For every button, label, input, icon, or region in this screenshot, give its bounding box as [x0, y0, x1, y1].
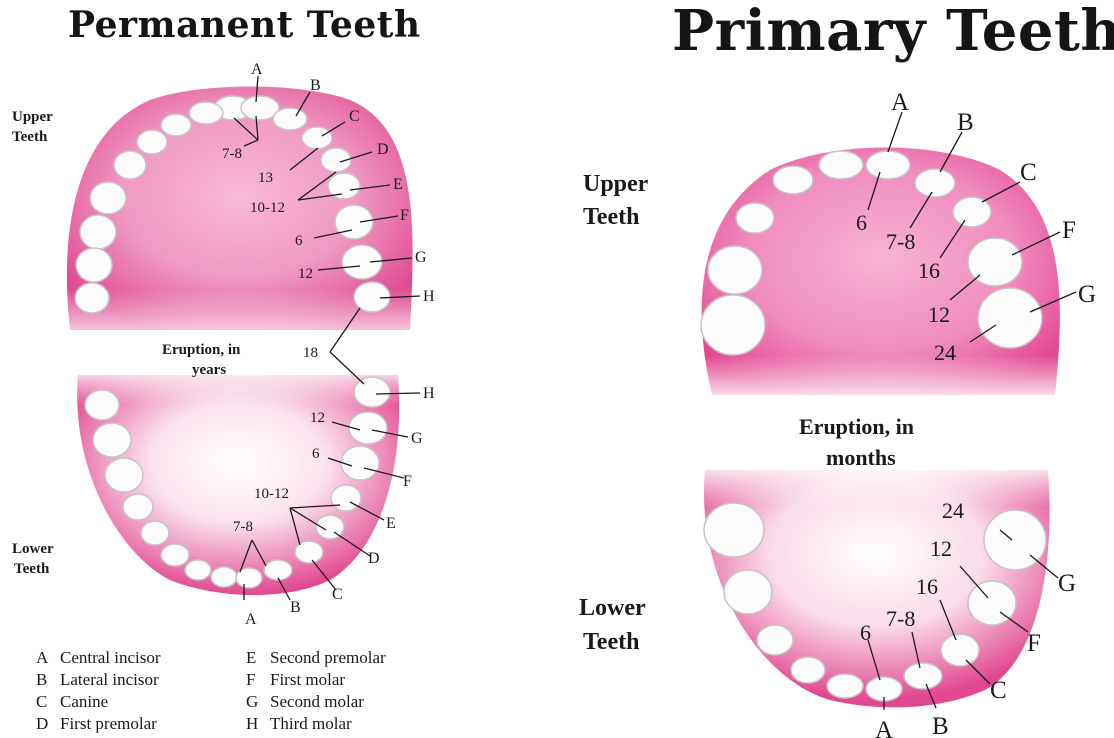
legend-name: Second premolar [270, 648, 386, 667]
perm-upper-age-12: 12 [298, 266, 313, 282]
prim-upper-letter-a: A [891, 89, 909, 116]
perm-upper-age-6: 6 [295, 233, 303, 249]
perm-lower-age-12: 12 [310, 410, 325, 426]
perm-shared-age-18: 18 [303, 345, 318, 361]
perm-lower-letter-c: C [332, 586, 343, 603]
primary-upper-label-2: Teeth [583, 204, 639, 230]
prim-upper-letter-g: G [1078, 281, 1096, 308]
prim-lower-letter-g: G [1058, 570, 1076, 597]
perm-lower-age-10-12: 10-12 [254, 486, 289, 502]
perm-upper-letter-e: E [393, 176, 403, 193]
primary-lower-label-2: Teeth [583, 629, 639, 655]
prim-lower-age-6: 6 [860, 620, 871, 645]
prim-upper-age-24: 24 [934, 340, 956, 365]
primary-lower-label-1: Lower [579, 595, 646, 621]
perm-lower-letter-e: E [386, 515, 396, 532]
perm-upper-letter-c: C [349, 108, 360, 125]
legend-key: G [246, 692, 270, 712]
perm-upper-letter-a: A [251, 61, 263, 78]
prim-upper-letter-b: B [957, 109, 974, 136]
prim-lower-age-16: 16 [916, 574, 938, 599]
permanent-upper-label-1: Upper [12, 109, 53, 125]
legend-key: H [246, 714, 270, 734]
prim-lower-letter-a: A [875, 717, 893, 738]
legend-name: First molar [270, 670, 345, 689]
perm-upper-letter-h: H [423, 288, 435, 305]
legend-key: C [36, 692, 60, 712]
prim-lower-letter-c: C [990, 677, 1007, 704]
prim-lower-age-7-8: 7-8 [886, 606, 915, 631]
perm-upper-letter-b: B [310, 77, 321, 94]
perm-lower-age-6: 6 [312, 446, 320, 462]
perm-lower-age-7-8: 7-8 [233, 519, 253, 535]
primary-eruption-caption-1: Eruption, in [799, 414, 914, 439]
prim-upper-age-7-8: 7-8 [886, 229, 915, 254]
legend-key: B [36, 670, 60, 690]
perm-lower-letter-g: G [411, 430, 423, 447]
perm-lower-letter-h: H [423, 385, 435, 402]
prim-lower-letter-b: B [932, 713, 949, 738]
legend-name: Central incisor [60, 648, 161, 667]
prim-lower-age-24: 24 [942, 498, 964, 523]
perm-lower-letter-b: B [290, 599, 301, 616]
prim-lower-letter-f: F [1027, 630, 1041, 657]
perm-upper-letter-f: F [400, 207, 409, 224]
legend-name: Canine [60, 692, 108, 711]
legend-key: A [36, 648, 60, 668]
prim-lower-age-12: 12 [930, 536, 952, 561]
perm-upper-age-13: 13 [258, 170, 273, 186]
legend-key: D [36, 714, 60, 734]
prim-upper-age-16: 16 [918, 258, 940, 283]
primary-upper-label-1: Upper [583, 171, 649, 197]
permanent-eruption-caption-1: Eruption, in [162, 342, 241, 358]
legend-name: Second molar [270, 692, 364, 711]
legend-key: E [246, 648, 270, 668]
primary-eruption-caption-2: months [826, 445, 896, 470]
perm-upper-age-7-8: 7-8 [222, 146, 242, 162]
perm-upper-letter-d: D [377, 141, 389, 158]
perm-upper-letter-g: G [415, 249, 427, 266]
legend-name: Third molar [270, 714, 352, 733]
perm-upper-age-10-12: 10-12 [250, 200, 285, 216]
permanent-lower-label-1: Lower [12, 541, 54, 557]
legend-key: F [246, 670, 270, 690]
permanent-eruption-caption-2: years [192, 362, 226, 378]
prim-upper-age-12: 12 [928, 302, 950, 327]
legend-name: Lateral incisor [60, 670, 159, 689]
perm-lower-letter-f: F [403, 473, 412, 490]
perm-lower-letter-d: D [368, 550, 380, 567]
prim-upper-age-6: 6 [856, 210, 867, 235]
legend-name: First premolar [60, 714, 157, 733]
prim-upper-letter-c: C [1020, 159, 1037, 186]
permanent-upper-label-2: Teeth [12, 129, 48, 145]
permanent-lower-label-2: Teeth [14, 561, 50, 577]
prim-upper-letter-f: F [1062, 217, 1076, 244]
perm-lower-letter-a: A [245, 611, 257, 628]
